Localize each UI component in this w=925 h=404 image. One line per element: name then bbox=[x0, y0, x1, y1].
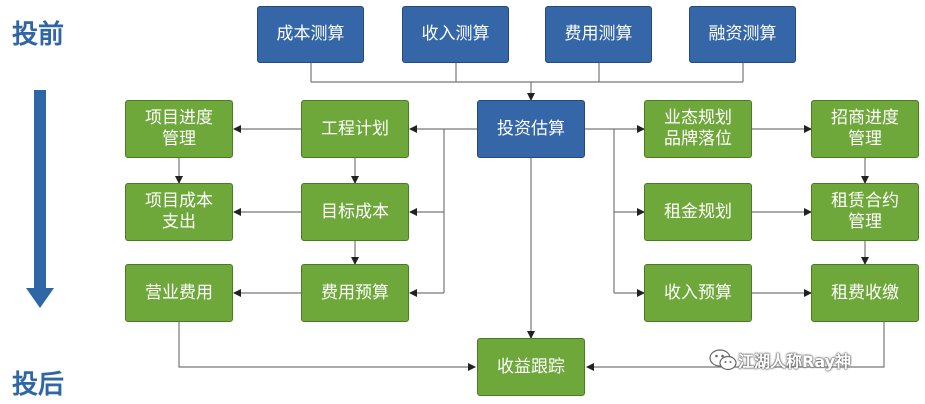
phase-after-label: 投后 bbox=[12, 370, 65, 400]
box-project-progress: 项目进度 管理 bbox=[125, 100, 233, 158]
box-income-calc: 收入测算 bbox=[402, 6, 509, 63]
box-revenue-tracking: 收益跟踪 bbox=[477, 338, 585, 396]
box-target-cost: 目标成本 bbox=[301, 183, 409, 241]
box-leasing-progress: 招商进度 管理 bbox=[811, 100, 919, 158]
wechat-icon bbox=[709, 349, 737, 371]
box-cost-calc: 成本测算 bbox=[257, 6, 364, 63]
box-rent-planning: 租金规划 bbox=[644, 183, 752, 241]
phase-before-label: 投前 bbox=[12, 20, 65, 50]
box-business-planning: 业态规划 品牌落位 bbox=[644, 100, 752, 158]
watermark-text: 江湖人称Ray神 bbox=[738, 352, 852, 371]
box-operating-expense: 营业费用 bbox=[125, 264, 233, 322]
box-finance-calc: 融资测算 bbox=[689, 6, 796, 63]
box-invest-estimate: 投资估算 bbox=[477, 100, 585, 158]
box-income-budget: 收入预算 bbox=[644, 264, 752, 322]
box-rent-collection: 租费收缴 bbox=[811, 264, 919, 322]
box-expense-budget: 费用预算 bbox=[301, 264, 409, 322]
watermark: 江湖人称Ray神 bbox=[708, 348, 851, 372]
box-lease-contract: 租赁合约 管理 bbox=[811, 183, 919, 241]
phase-arrow bbox=[26, 90, 54, 308]
box-engineering-plan: 工程计划 bbox=[301, 100, 409, 158]
box-project-cost: 项目成本 支出 bbox=[125, 183, 233, 241]
box-expense-calc: 费用测算 bbox=[545, 6, 652, 63]
